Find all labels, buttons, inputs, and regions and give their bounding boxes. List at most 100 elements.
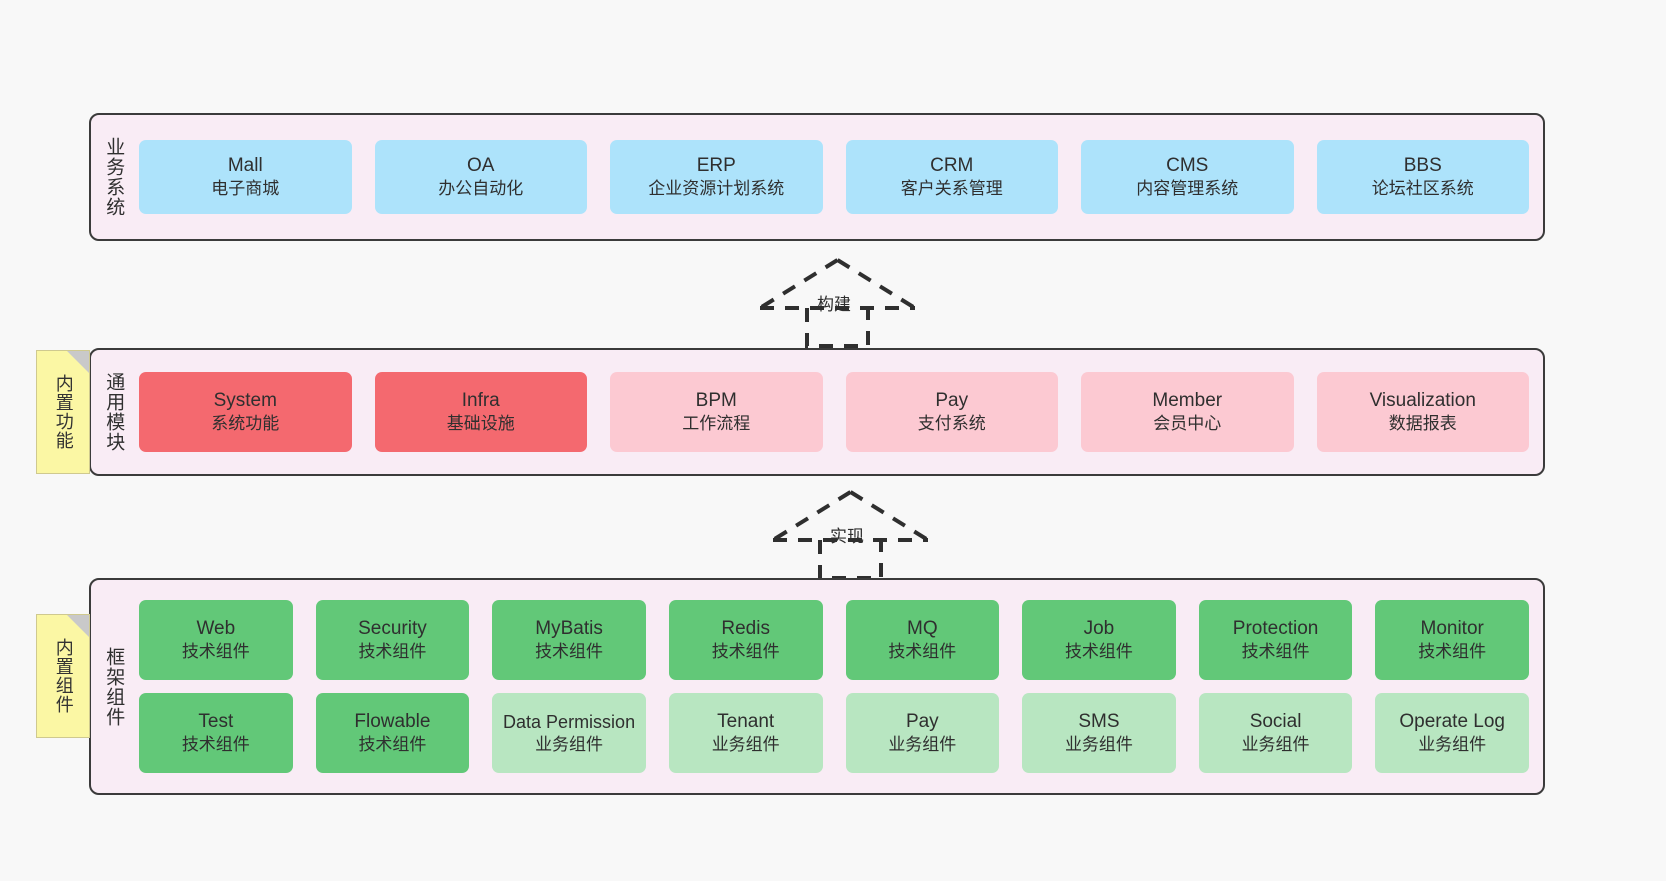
box-subtitle: 基础设施 [446, 414, 515, 434]
box-mall[interactable]: Mall 电子商城 [139, 140, 352, 214]
box-subtitle: 技术组件 [358, 735, 427, 755]
box-title: MQ [907, 617, 938, 639]
box-subtitle: 技术组件 [181, 642, 250, 662]
box-title: OA [467, 154, 495, 176]
note-text: 内置功能 [53, 374, 74, 450]
layer-body-business-systems: Mall 电子商城 OA 办公自动化 ERP 企业资源计划系统 CRM 客户关系… [135, 115, 1543, 239]
box-infra[interactable]: Infra 基础设施 [374, 372, 587, 452]
row: Web 技术组件 Security 技术组件 MyBatis 技术组件 Redi… [139, 600, 1529, 680]
box-member[interactable]: Member 会员中心 [1081, 372, 1294, 452]
box-social[interactable]: Social 业务组件 [1198, 693, 1353, 773]
note-fold-icon [67, 615, 89, 637]
box-visualization[interactable]: Visualization 数据报表 [1316, 372, 1529, 452]
box-flowable[interactable]: Flowable 技术组件 [315, 693, 470, 773]
box-title: Flowable [354, 710, 431, 732]
note-builtin-functions: 内置功能 [36, 350, 90, 474]
box-mybatis[interactable]: MyBatis 技术组件 [492, 600, 646, 680]
box-subtitle: 业务组件 [1064, 735, 1133, 755]
box-subtitle: 客户关系管理 [900, 179, 1003, 199]
box-title: Mall [227, 154, 263, 176]
arrow-implement-label: 实现 [830, 527, 864, 546]
box-subtitle: 技术组件 [1418, 642, 1487, 662]
box-title: Visualization [1369, 389, 1476, 411]
layer-body-framework-components: Web 技术组件 Security 技术组件 MyBatis 技术组件 Redi… [135, 580, 1543, 793]
box-title: ERP [696, 154, 736, 176]
box-security[interactable]: Security 技术组件 [315, 600, 470, 680]
box-bbs[interactable]: BBS 论坛社区系统 [1316, 140, 1529, 214]
box-sms[interactable]: SMS 业务组件 [1022, 693, 1176, 773]
box-redis[interactable]: Redis 技术组件 [668, 600, 823, 680]
arrow-build-label: 构建 [817, 295, 851, 314]
box-operate-log[interactable]: Operate Log 业务组件 [1375, 693, 1529, 773]
box-crm[interactable]: CRM 客户关系管理 [845, 140, 1058, 214]
box-title: Redis [721, 617, 770, 639]
row: Test 技术组件 Flowable 技术组件 Data Permission … [139, 693, 1529, 773]
box-data-permission[interactable]: Data Permission 业务组件 [492, 693, 646, 773]
box-title: Social [1249, 710, 1302, 732]
box-subtitle: 技术组件 [358, 642, 427, 662]
box-pay[interactable]: Pay 支付系统 [845, 372, 1058, 452]
box-oa[interactable]: OA 办公自动化 [374, 140, 587, 214]
box-web[interactable]: Web 技术组件 [139, 600, 293, 680]
box-mq[interactable]: MQ 技术组件 [845, 600, 1000, 680]
box-erp[interactable]: ERP 企业资源计划系统 [610, 140, 823, 214]
box-subtitle: 支付系统 [917, 414, 986, 434]
layer-framework-components: 框架组件 Web 技术组件 Security 技术组件 MyBatis 技术组件… [89, 578, 1545, 795]
box-subtitle: 系统功能 [211, 414, 280, 434]
box-subtitle: 技术组件 [888, 642, 957, 662]
box-subtitle: 技术组件 [181, 735, 250, 755]
row: Mall 电子商城 OA 办公自动化 ERP 企业资源计划系统 CRM 客户关系… [139, 140, 1529, 214]
box-title: Operate Log [1399, 710, 1505, 732]
box-test[interactable]: Test 技术组件 [139, 693, 293, 773]
box-title: Infra [461, 389, 500, 411]
box-title: BBS [1403, 154, 1442, 176]
layer-common-modules: 通用模块 System 系统功能 Infra 基础设施 BPM 工作流程 Pay… [89, 348, 1545, 476]
box-title: Pay [905, 710, 939, 732]
box-subtitle: 工作流程 [682, 414, 751, 434]
box-title: MyBatis [535, 617, 603, 639]
box-title: Job [1083, 617, 1115, 639]
box-bpm[interactable]: BPM 工作流程 [610, 372, 823, 452]
box-title: SMS [1078, 710, 1120, 732]
box-title: Data Permission [503, 711, 636, 732]
box-subtitle: 业务组件 [1241, 735, 1310, 755]
box-title: Security [358, 617, 427, 639]
box-subtitle: 业务组件 [535, 734, 604, 754]
box-subtitle: 数据报表 [1388, 414, 1457, 434]
box-subtitle: 会员中心 [1153, 414, 1222, 434]
note-text: 内置组件 [53, 638, 74, 714]
layer-title-framework-components: 框架组件 [103, 646, 125, 727]
box-pay-component[interactable]: Pay 业务组件 [845, 693, 1000, 773]
box-subtitle: 办公自动化 [438, 179, 524, 199]
box-title: Pay [935, 389, 969, 411]
box-title: CMS [1166, 154, 1209, 176]
box-title: Protection [1232, 617, 1319, 639]
layer-body-common-modules: System 系统功能 Infra 基础设施 BPM 工作流程 Pay 支付系统… [135, 350, 1543, 474]
box-title: CRM [930, 154, 974, 176]
box-subtitle: 技术组件 [535, 642, 604, 662]
box-subtitle: 企业资源计划系统 [648, 179, 785, 199]
box-tenant[interactable]: Tenant 业务组件 [668, 693, 823, 773]
box-subtitle: 技术组件 [711, 642, 780, 662]
layer-title-business-systems: 业务系统 [103, 137, 125, 217]
box-cms[interactable]: CMS 内容管理系统 [1081, 140, 1294, 214]
box-title: Tenant [717, 710, 775, 732]
note-fold-icon [67, 351, 89, 373]
box-subtitle: 业务组件 [888, 735, 957, 755]
box-job[interactable]: Job 技术组件 [1022, 600, 1176, 680]
box-title: BPM [695, 389, 737, 411]
box-protection[interactable]: Protection 技术组件 [1198, 600, 1353, 680]
box-title: Test [198, 710, 234, 732]
box-subtitle: 电子商城 [211, 179, 280, 199]
box-title: System [213, 389, 277, 411]
box-monitor[interactable]: Monitor 技术组件 [1375, 600, 1529, 680]
box-subtitle: 论坛社区系统 [1371, 179, 1474, 199]
box-system[interactable]: System 系统功能 [139, 372, 352, 452]
layer-business-systems: 业务系统 Mall 电子商城 OA 办公自动化 ERP 企业资源计划系统 CRM… [89, 113, 1545, 241]
note-builtin-components: 内置组件 [36, 614, 90, 738]
box-subtitle: 业务组件 [711, 735, 780, 755]
box-title: Web [196, 617, 236, 639]
row: System 系统功能 Infra 基础设施 BPM 工作流程 Pay 支付系统… [139, 372, 1529, 452]
box-title: Member [1152, 389, 1223, 411]
